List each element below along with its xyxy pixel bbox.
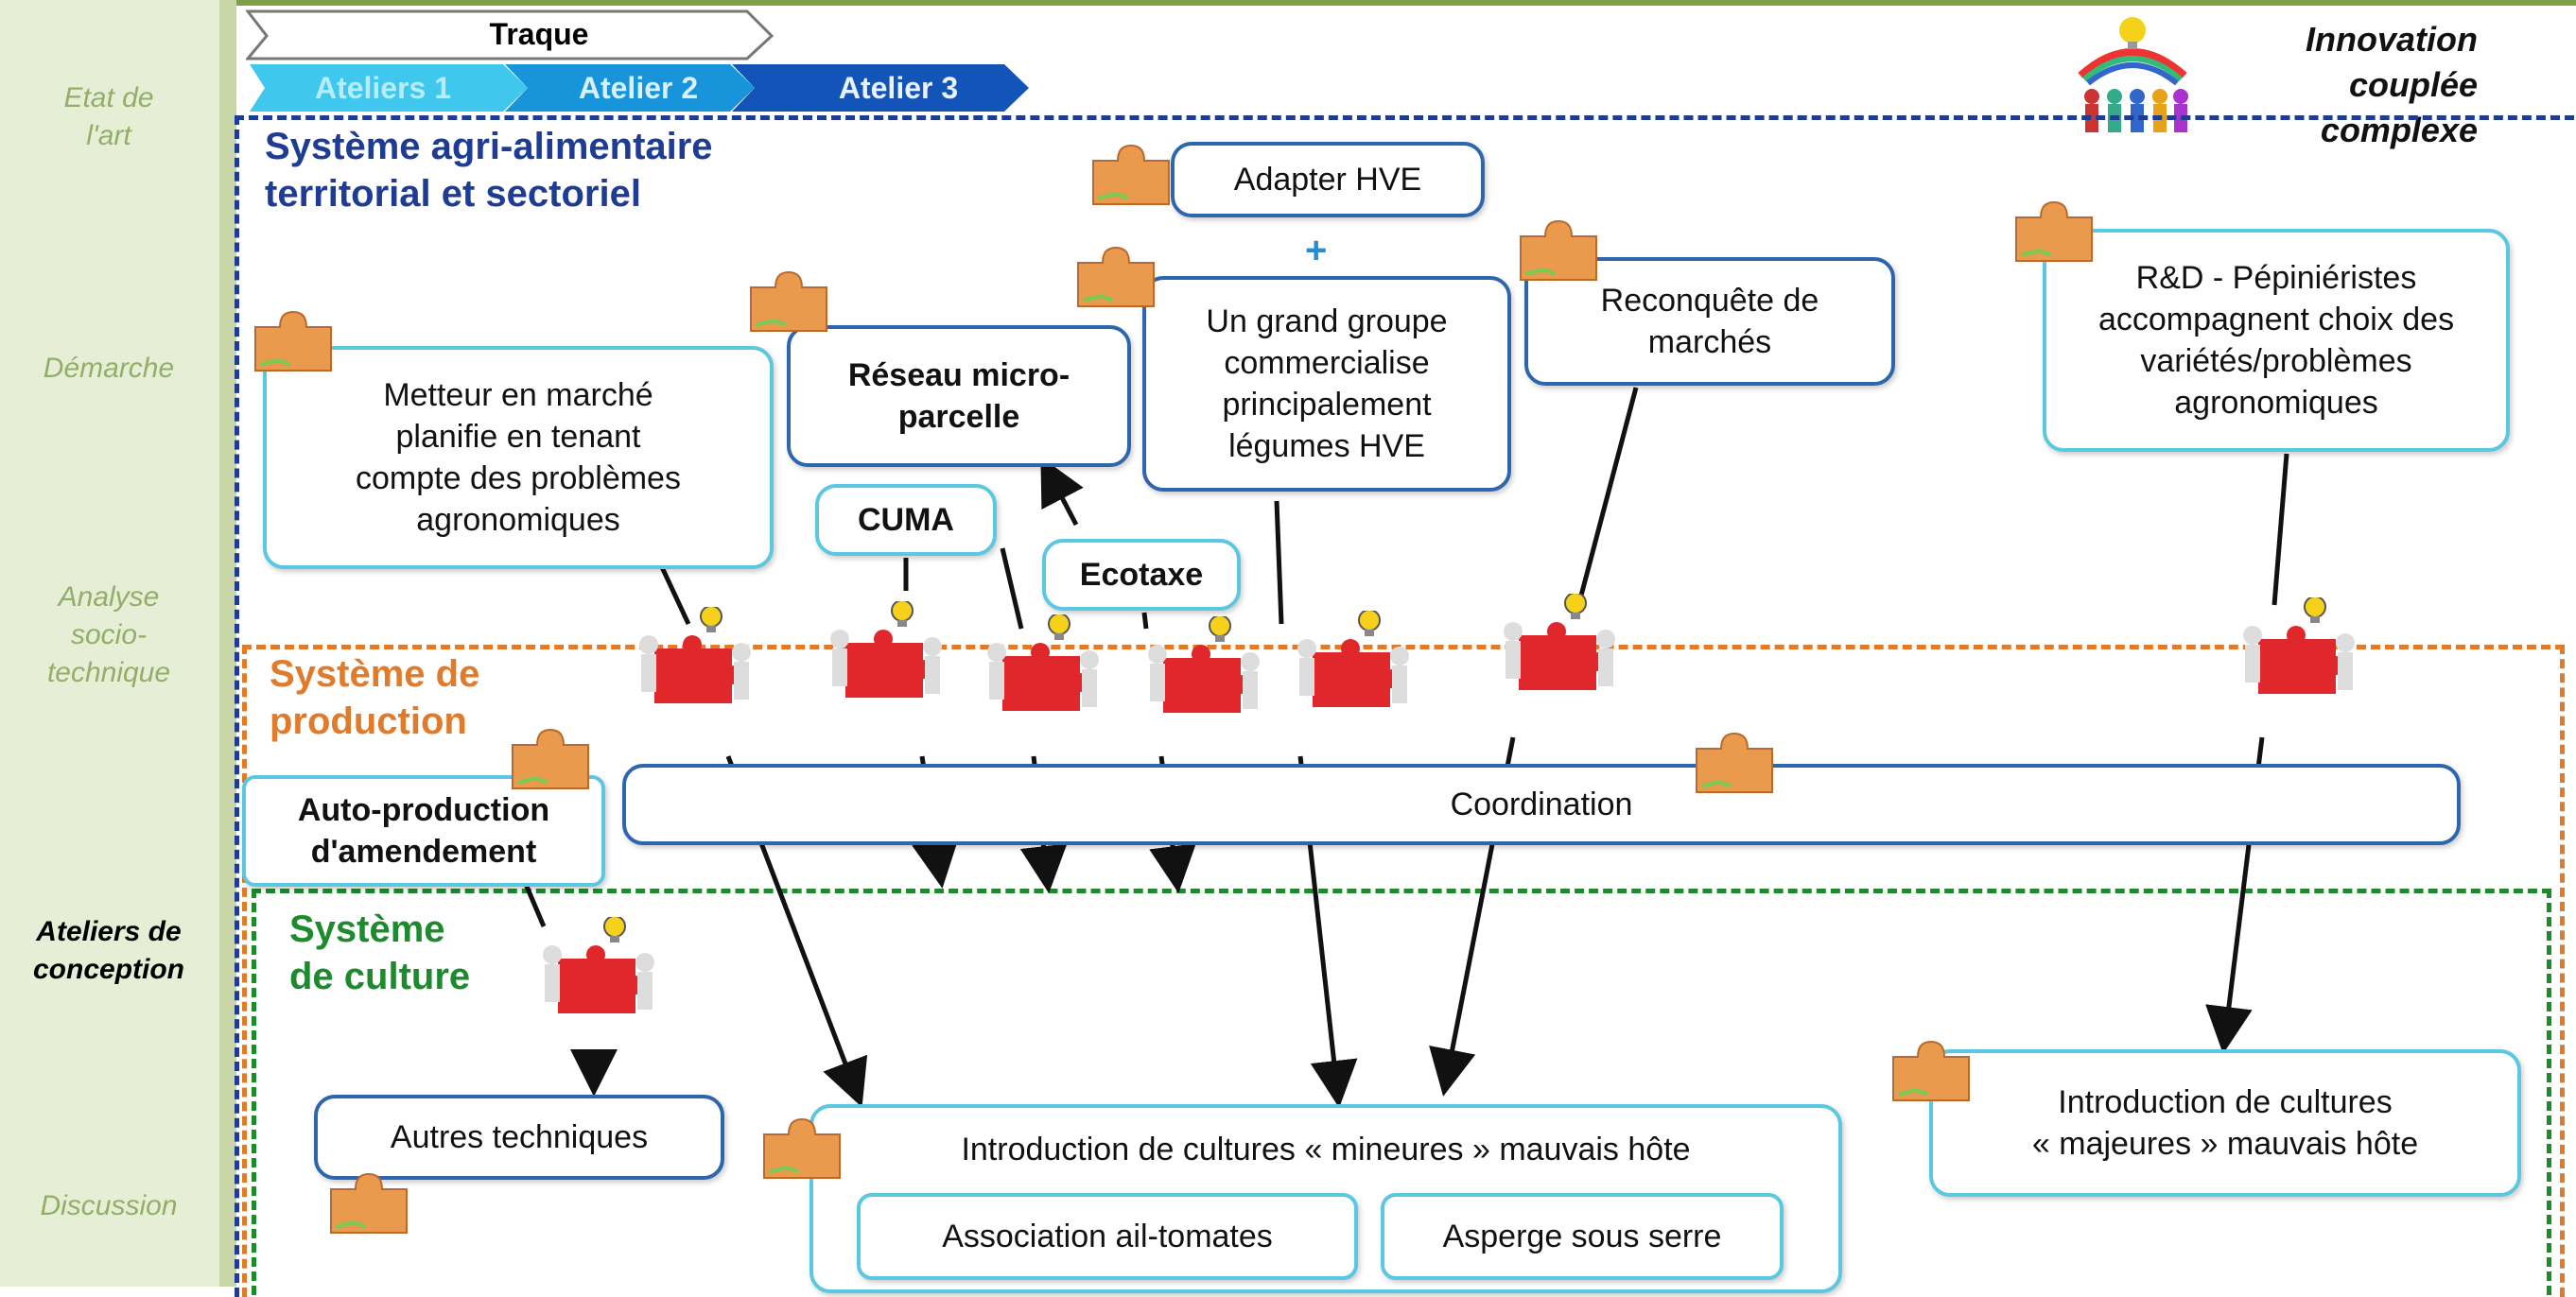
steps-chevrons — [250, 64, 1029, 112]
puzzle-icon — [762, 1117, 842, 1180]
sidebar-divider — [219, 0, 236, 1287]
box-autres-techniques: Autres techniques — [314, 1095, 724, 1180]
step-atelier-2[interactable]: Atelier 2 — [578, 70, 699, 105]
sidebar-item-etat-de-lart[interactable]: Etat de l'art — [63, 82, 154, 151]
box-association: Association ail-tomates — [857, 1193, 1358, 1280]
section-title-agri: Système agri-alimentaire territorial et … — [265, 126, 713, 215]
arrow-auto-production — [522, 881, 547, 927]
plus-sign: + — [1305, 230, 1328, 271]
puzzle-icon — [511, 728, 590, 790]
red-puzzle-bulb-icon — [986, 614, 1100, 712]
box-majeures: Introduction de cultures « majeures » ma… — [1929, 1049, 2521, 1197]
top-accent-bar — [236, 0, 2576, 6]
box-mineures-label: Introduction de cultures « mineures » ma… — [961, 1132, 1691, 1167]
red-puzzle-bulb-icon — [2242, 597, 2356, 695]
puzzle-icon — [329, 1172, 409, 1235]
arrow-reseau — [1000, 547, 1024, 630]
arrow-ecotaxe-reseau — [1040, 457, 1084, 527]
traque-label: Traque — [489, 16, 589, 51]
arrow-ecotaxe — [1141, 612, 1149, 630]
step-atelier-3[interactable]: Atelier 3 — [838, 70, 959, 105]
box-reseau: Réseau micro- parcelle — [787, 325, 1131, 467]
sidebar-item-demarche[interactable]: Démarche — [43, 353, 175, 384]
arrow-metteur — [659, 565, 691, 626]
red-puzzle-bulb-icon — [1147, 616, 1261, 714]
puzzle-icon — [2014, 200, 2094, 263]
puzzle-icon — [1076, 246, 1156, 308]
step-ateliers-1[interactable]: Ateliers 1 — [314, 70, 452, 105]
box-coordination: Coordination — [622, 764, 2461, 845]
red-puzzle-bulb-icon — [829, 601, 943, 699]
sidebar-item-discussion[interactable]: Discussion — [40, 1190, 178, 1221]
box-ecotaxe: Ecotaxe — [1042, 539, 1241, 611]
section-title-culture: Système de culture — [289, 908, 471, 997]
box-grand-groupe: Un grand groupe commercialise principale… — [1142, 276, 1511, 492]
box-auto-production: Auto-production d'amendement — [242, 775, 605, 887]
puzzle-icon — [1519, 219, 1598, 282]
box-asperge: Asperge sous serre — [1381, 1193, 1784, 1280]
red-puzzle-bulb-icon — [638, 607, 752, 704]
puzzle-icon — [1695, 732, 1774, 794]
arrow-grand-groupe — [1274, 500, 1284, 625]
red-puzzle-bulb-icon — [1297, 611, 1410, 708]
agri-frame — [235, 115, 2574, 1297]
production-frame — [242, 645, 2565, 1297]
puzzle-icon — [749, 270, 828, 333]
arrow-reconquete — [1578, 387, 1639, 597]
box-metteur: Metteur en marché planifie en tenant com… — [263, 346, 774, 569]
box-cuma: CUMA — [815, 484, 997, 556]
traque-chevron — [246, 9, 775, 61]
culture-frame — [252, 889, 2551, 1295]
arrow-rd — [2271, 453, 2289, 606]
sidebar: Etat de l'art Démarche Analyse socio- te… — [0, 0, 236, 1287]
sidebar-item-ateliers[interactable]: Ateliers de conception — [32, 916, 184, 985]
red-puzzle-bulb-icon — [542, 917, 655, 1014]
puzzle-icon — [253, 310, 333, 372]
red-puzzle-bulb-icon — [1503, 594, 1616, 691]
puzzle-icon — [1891, 1040, 1971, 1102]
puzzle-icon — [1091, 144, 1171, 206]
sidebar-item-analyse[interactable]: Analyse socio- technique — [46, 581, 171, 688]
box-adapter-hve: Adapter HVE — [1171, 142, 1485, 217]
section-title-production: Système de production — [270, 653, 480, 742]
box-rd: R&D - Pépiniéristes accompagnent choix d… — [2043, 229, 2510, 452]
